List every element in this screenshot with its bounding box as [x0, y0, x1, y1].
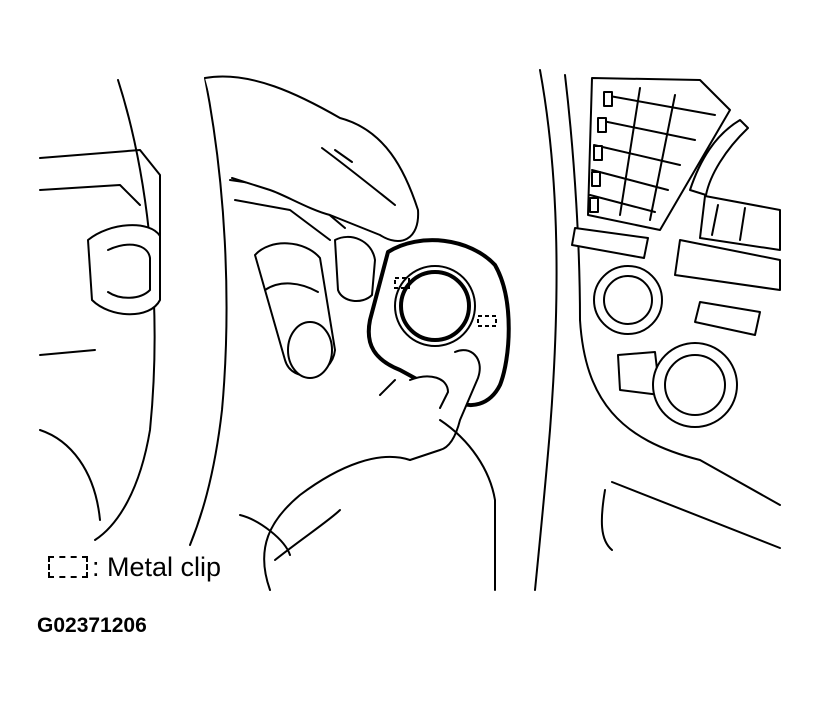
lower-hand	[239, 349, 496, 591]
dash-panel-seam	[534, 69, 581, 591]
air-vent	[587, 77, 749, 231]
combination-switch-lever	[229, 179, 346, 379]
climate-control	[674, 195, 781, 291]
legend: : Metal clip	[48, 551, 221, 583]
switch	[571, 227, 761, 336]
metal-clip-marker	[477, 315, 497, 327]
metal-clip-marker	[394, 277, 410, 289]
legend-label: : Metal clip	[92, 551, 222, 582]
console-frame	[579, 319, 781, 551]
figure-code: G02371206	[37, 614, 147, 637]
control-knob	[593, 265, 738, 428]
dashed-rectangle-icon	[48, 556, 88, 578]
upper-hand	[204, 75, 420, 302]
steering-wheel	[39, 77, 228, 546]
